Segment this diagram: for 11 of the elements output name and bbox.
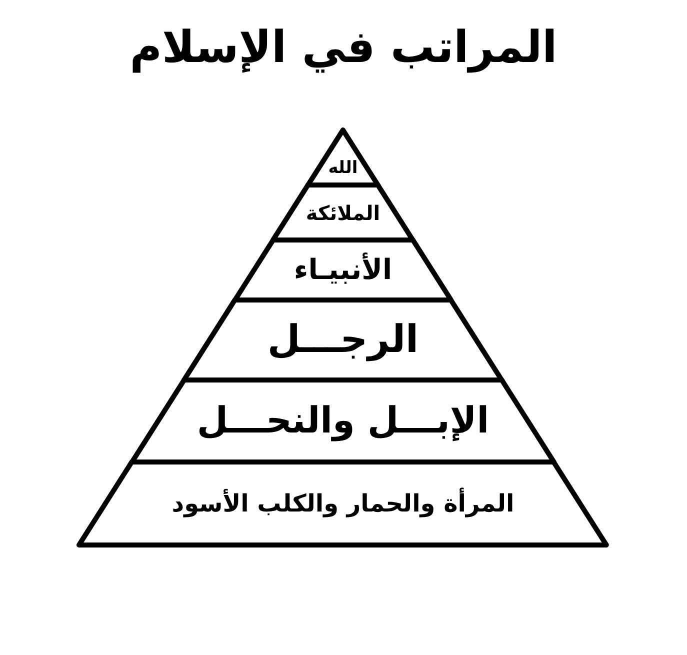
pyramid-level xyxy=(79,462,607,545)
title: المراتب في الإسلام xyxy=(128,21,558,75)
pyramid-level xyxy=(234,240,451,300)
pyramid-level xyxy=(184,300,502,380)
pyramid-level xyxy=(132,380,554,462)
level-label: الأنبيـاء xyxy=(294,253,392,287)
level-label: الملائكة xyxy=(306,200,380,224)
level-label: المرأة والحمار والكلب الأسود xyxy=(172,489,514,518)
level-label: الرجـــل xyxy=(267,317,419,363)
level-label: الله xyxy=(328,157,358,178)
level-label: الإبـــل والنحـــل xyxy=(196,399,490,443)
